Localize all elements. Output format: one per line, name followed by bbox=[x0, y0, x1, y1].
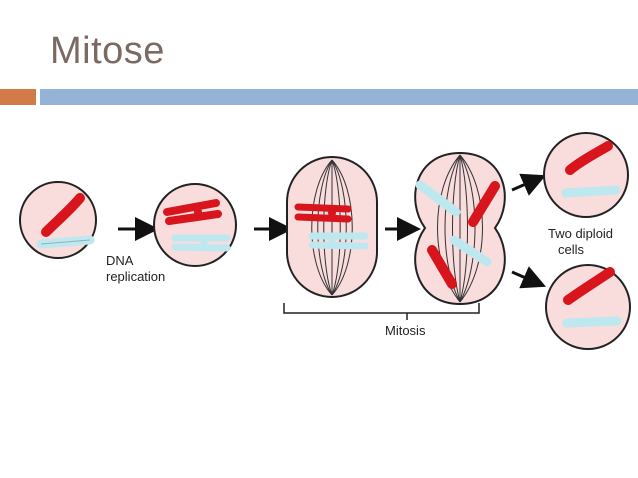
two-diploid-label-line1: Two diploid bbox=[548, 226, 613, 241]
dna-replication-label-line2: replication bbox=[106, 269, 165, 284]
title-underline-bar bbox=[40, 89, 638, 105]
slide-title: Mitose bbox=[50, 30, 165, 72]
blue-chromosome bbox=[36, 235, 95, 249]
daughter-cell-top bbox=[543, 132, 629, 218]
arrow-daughter-top bbox=[511, 173, 547, 196]
red-chromosome bbox=[41, 193, 85, 237]
two-diploid-label-line2: cells bbox=[558, 242, 585, 257]
mitosis-label: Mitosis bbox=[385, 323, 426, 338]
dna-replication-label-line1: DNA bbox=[106, 253, 134, 268]
cell-replicated bbox=[153, 183, 237, 267]
mitosis-bracket bbox=[283, 303, 480, 314]
cell-anaphase bbox=[414, 151, 506, 306]
daughter-cell-bottom bbox=[545, 264, 631, 350]
arrow-daughter-bottom bbox=[511, 266, 547, 289]
cell-metaphase bbox=[286, 156, 378, 298]
cell-initial bbox=[19, 181, 97, 259]
title-accent-bar bbox=[0, 89, 36, 105]
